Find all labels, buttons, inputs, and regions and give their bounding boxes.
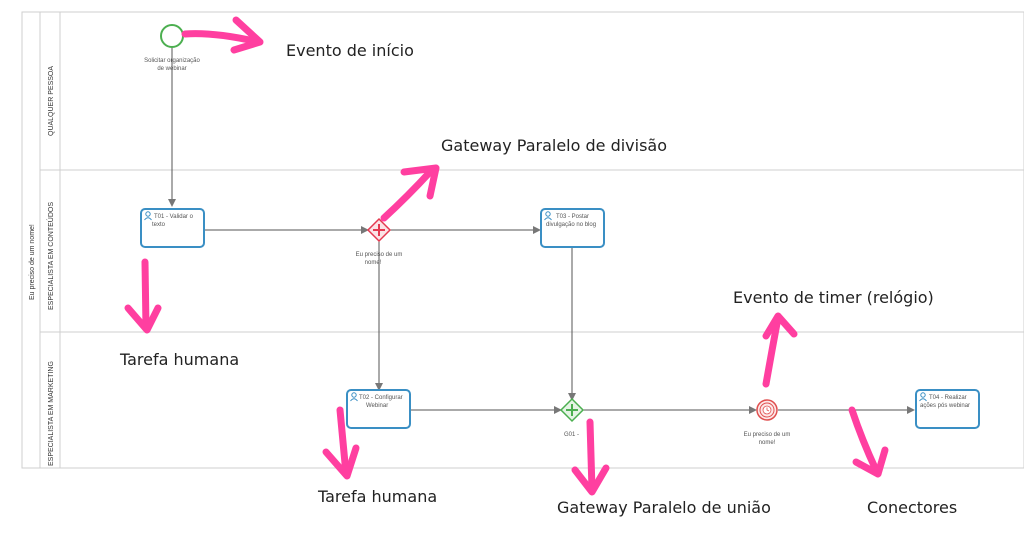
- timer-event-label-2: nome!: [759, 440, 776, 446]
- arrow-human-task-1: [124, 258, 162, 334]
- arrow-start: [181, 16, 264, 54]
- annotation-start-event: Evento de início: [286, 41, 414, 60]
- annotation-timer-event: Evento de timer (relógio): [733, 288, 934, 307]
- annotation-human-task-2: Tarefa humana: [317, 487, 437, 506]
- arrow-join: [571, 418, 610, 496]
- user-icon: [350, 392, 358, 402]
- task-t01-line2: texto: [152, 222, 166, 228]
- annotation-split-gateway: Gateway Paralelo de divisão: [441, 136, 667, 155]
- annotation-connectors: Conectores: [867, 498, 957, 517]
- annotation-join-gateway: Gateway Paralelo de união: [557, 498, 771, 517]
- task-t04[interactable]: T04 - Realizar ações pós webinar: [915, 389, 980, 429]
- user-icon: [144, 211, 152, 221]
- start-event-label-1: Solicitar organização: [144, 58, 200, 64]
- clock-icon: [762, 405, 772, 415]
- split-gateway[interactable]: [366, 217, 392, 243]
- join-gateway-label: G01 -: [564, 432, 579, 438]
- connectors: [168, 48, 915, 414]
- start-event-label-2: de webinar: [157, 66, 186, 72]
- arrow-connectors: [848, 406, 889, 478]
- task-t02[interactable]: T02 - Configurar Webinar: [346, 389, 411, 429]
- start-event[interactable]: [160, 24, 184, 48]
- task-t01[interactable]: T01 - Validar o texto: [140, 208, 205, 248]
- arrow-timer: [762, 312, 798, 388]
- user-icon: [544, 211, 552, 221]
- task-t03-line2: divulgação no blog: [546, 222, 596, 228]
- task-t03-line1: T03 - Postar: [556, 214, 589, 220]
- task-t03[interactable]: T03 - Postar divulgação no blog: [540, 208, 605, 248]
- lane-label-especialista-conteudos: ESPECIALISTA EM CONTEÚDOS: [46, 202, 55, 310]
- timer-event[interactable]: [756, 399, 778, 421]
- task-t02-line2: Webinar: [366, 403, 388, 409]
- annotation-human-task-1: Tarefa humana: [119, 350, 239, 369]
- split-gateway-label-2: nome!: [365, 260, 382, 266]
- task-t02-line1: T02 - Configurar: [359, 395, 403, 401]
- split-gateway-label-1: Eu preciso de um: [356, 252, 403, 258]
- pool-label: Eu preciso de um nome!: [29, 224, 36, 300]
- lane-label-qualquer-pessoa: QUALQUER PESSOA: [48, 66, 55, 136]
- lane-label-especialista-marketing: ESPECIALISTA EM MARKETING: [48, 361, 55, 466]
- timer-event-label-1: Eu preciso de um: [744, 432, 791, 438]
- user-icon: [919, 392, 927, 402]
- task-t04-line2: ações pós webinar: [920, 403, 970, 409]
- join-gateway[interactable]: [559, 397, 585, 423]
- task-t04-line1: T04 - Realizar: [929, 395, 967, 401]
- arrow-human-task-2: [322, 406, 360, 480]
- arrow-split: [380, 164, 440, 222]
- annotation-arrows: [124, 16, 889, 496]
- task-t01-line1: T01 - Validar o: [154, 214, 194, 220]
